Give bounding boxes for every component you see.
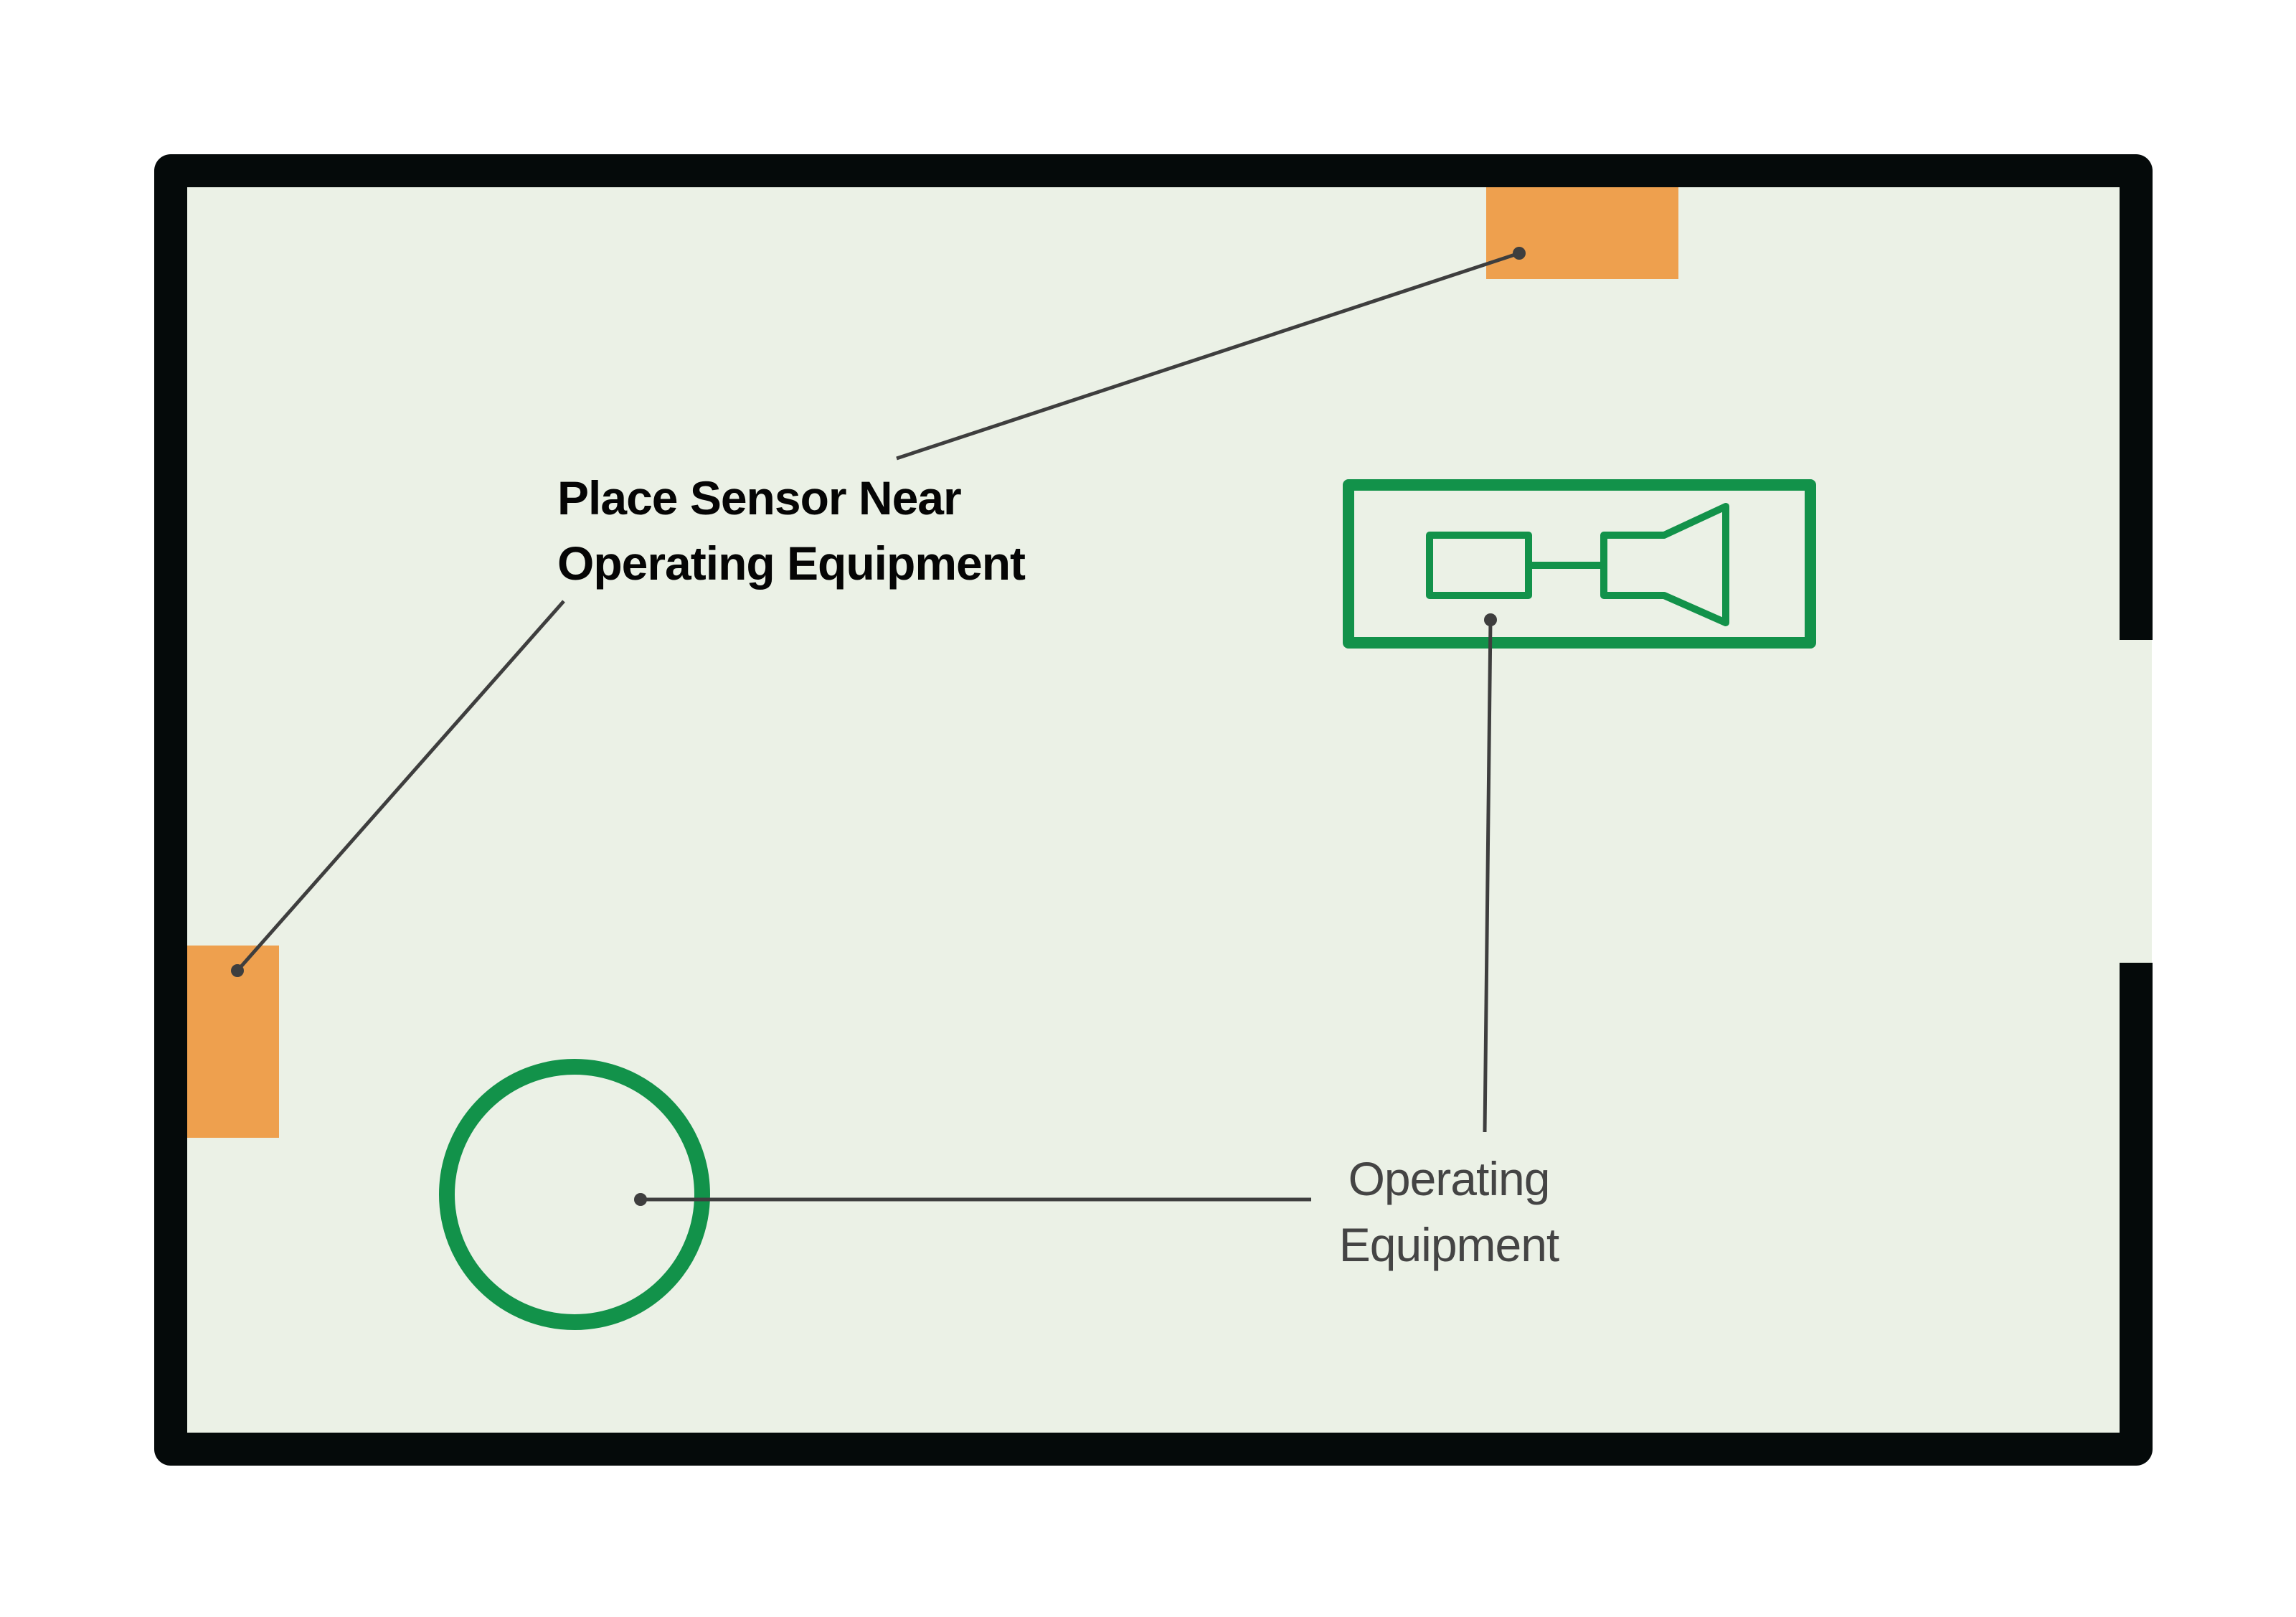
dot-sensor-top	[1513, 247, 1526, 260]
sensor-left	[187, 946, 279, 1138]
leader-equipment-machine	[1483, 619, 1493, 1133]
dot-equipment-machine	[1484, 613, 1497, 626]
leader-sensor-left	[236, 600, 565, 972]
room-floor	[171, 171, 2136, 1449]
dot-equipment-round	[634, 1193, 647, 1206]
dot-sensor-left	[231, 964, 244, 977]
leader-sensor-top	[896, 251, 1520, 461]
equipment-machine-icon	[1343, 479, 1816, 649]
sensor-label-line2: Operating Equipment	[557, 537, 1026, 590]
equipment-round-icon	[439, 1059, 710, 1330]
sensor-label-line1: Place Sensor Near	[557, 471, 961, 524]
leader-lines	[236, 251, 1520, 1202]
equipment-label-line1: Operating	[1348, 1152, 1550, 1205]
leader-dots	[231, 247, 1526, 1206]
sensor-top	[1486, 187, 1678, 279]
equipment-label-line2: Equipment	[1339, 1218, 1559, 1271]
room-walls	[154, 154, 2153, 1466]
door-opening	[2120, 640, 2152, 963]
